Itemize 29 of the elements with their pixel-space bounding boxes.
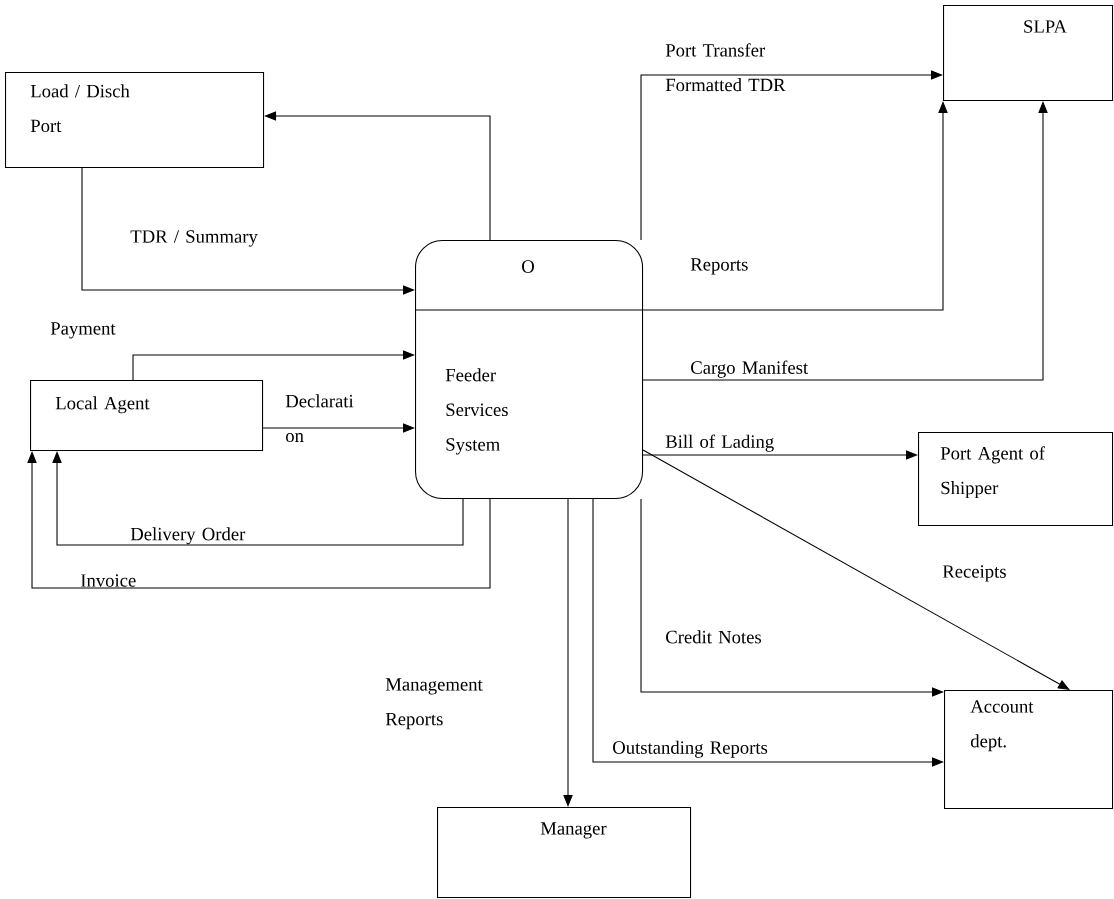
arrow xyxy=(132,350,415,381)
entity-box: SLPA xyxy=(943,5,1114,102)
arrow xyxy=(563,498,573,807)
entity-box: Load / Disch Port xyxy=(5,72,265,169)
process-box: O Feeder Services System xyxy=(414,240,644,500)
edge-label: Outstanding Reports xyxy=(613,740,768,758)
edge-label: Management Reports xyxy=(385,678,483,730)
arrow xyxy=(640,70,943,241)
edge-label: Invoice xyxy=(80,574,136,587)
arrow xyxy=(262,423,415,433)
edge-label: Cargo Manifest xyxy=(691,360,808,378)
arrow xyxy=(640,498,944,697)
edge-label: Receipts xyxy=(942,565,1006,582)
edge-label: Port Transfer Formatted TDR xyxy=(665,43,786,92)
edge-label: Reports xyxy=(690,258,748,275)
arrow xyxy=(642,450,918,460)
edge-label: Bill of Lading xyxy=(665,434,774,452)
entity-box: Port Agent of Shipper xyxy=(918,432,1114,527)
entity-box: Manager xyxy=(437,807,692,899)
edge-label: Payment xyxy=(50,322,116,339)
edge-label: Declarati on xyxy=(285,394,354,443)
entity-box: Local Agent xyxy=(30,380,264,452)
edge-label: Credit Notes xyxy=(666,630,762,644)
arrow xyxy=(81,167,415,295)
arrow xyxy=(592,498,944,767)
edge-label: TDR / Summary xyxy=(130,230,258,247)
entity-box: Account dept. xyxy=(944,690,1114,810)
edge-label: Delivery Order xyxy=(130,527,246,545)
arrow xyxy=(642,449,1070,690)
